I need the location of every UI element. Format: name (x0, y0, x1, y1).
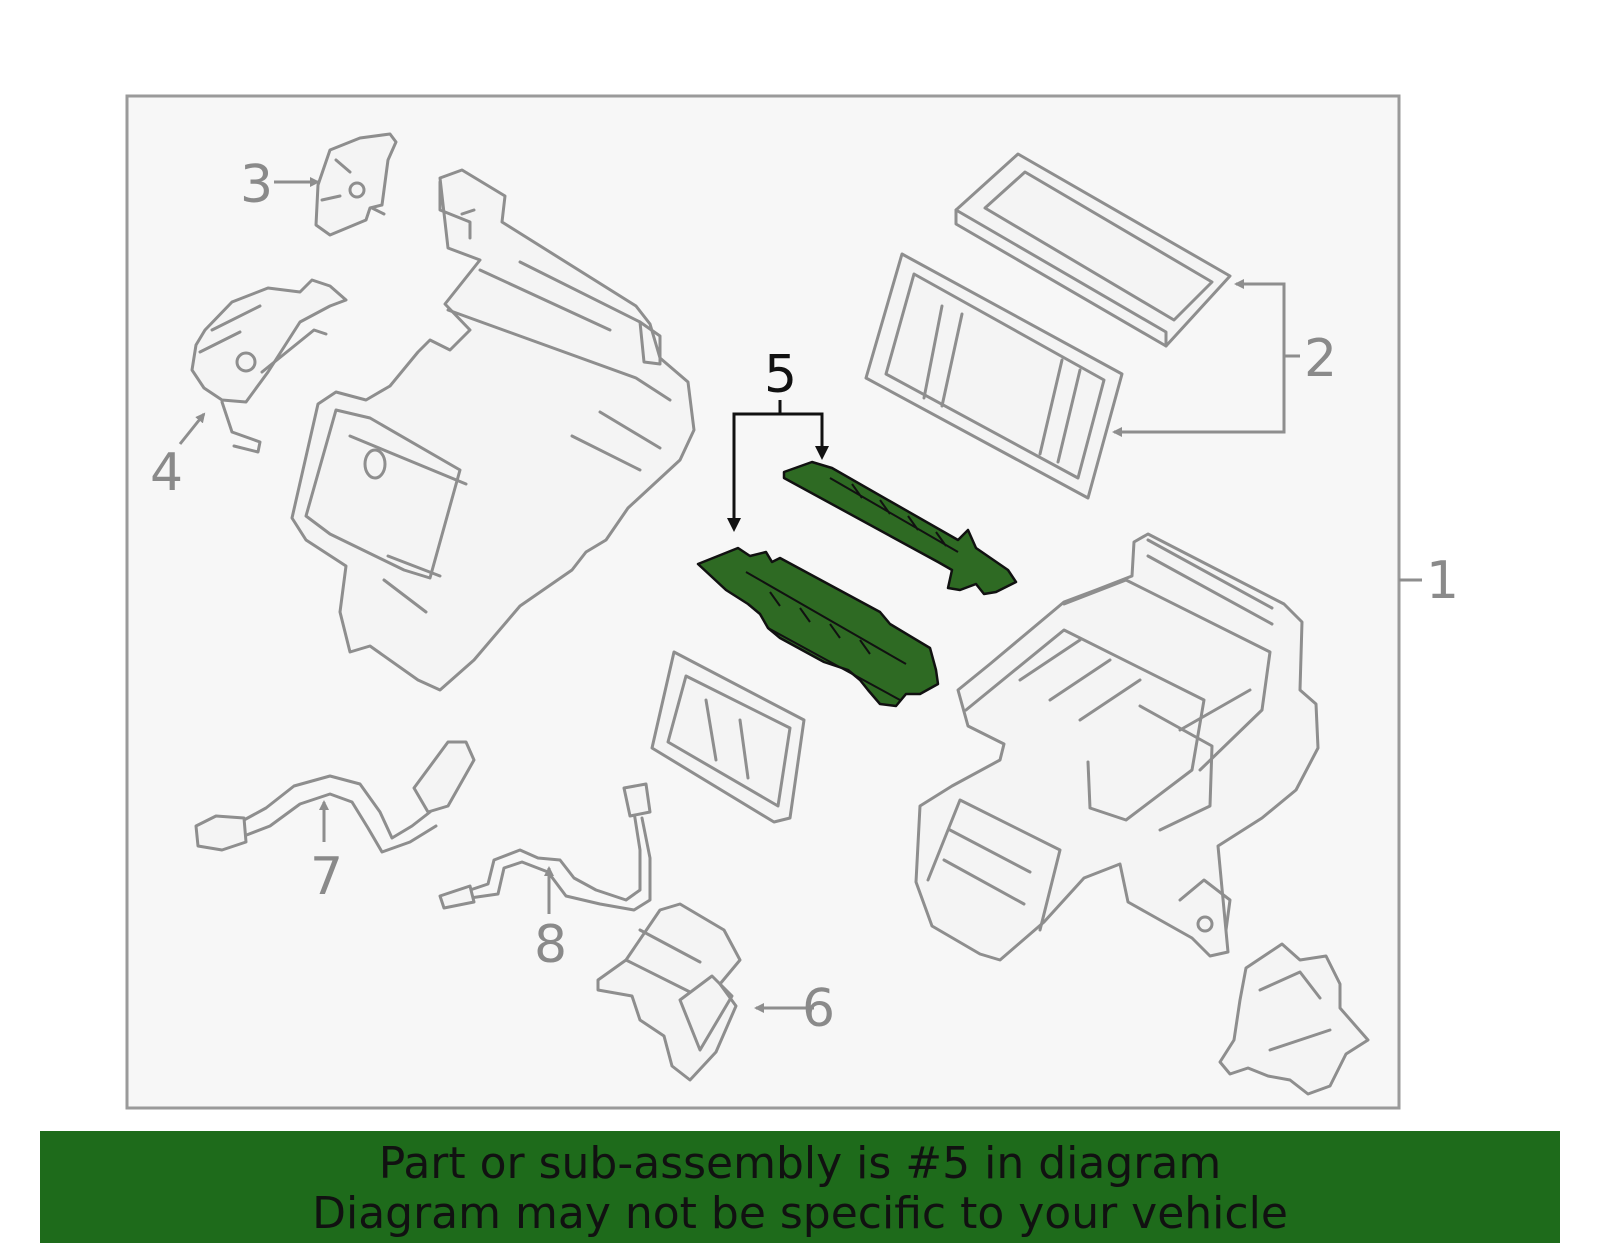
callout-8: 8 (534, 915, 567, 975)
main-case-right (914, 532, 1320, 962)
callout-2: 2 (1304, 329, 1337, 389)
callout-5: 5 (764, 345, 797, 405)
info-banner: Part or sub-assembly is #5 in diagram Di… (40, 1131, 1560, 1243)
part-5-leaders (727, 400, 829, 532)
part-6-duct (596, 902, 742, 1082)
part-7-harness (194, 740, 476, 854)
banner-line-part: Part or sub-assembly is #5 in diagram (378, 1138, 1222, 1189)
part-5-door-upper (782, 460, 1018, 596)
bracket-bottom-right (1218, 942, 1370, 1096)
part-5-door-lower (696, 546, 940, 708)
part-2-filter-upper (954, 152, 1232, 348)
callout-4: 4 (150, 443, 183, 503)
main-case-left (290, 168, 696, 692)
banner-line-disclaimer: Diagram may not be specific to your vehi… (312, 1188, 1288, 1239)
part-8-wire (438, 782, 652, 912)
callout-7: 7 (310, 847, 343, 907)
part-4-actuator (190, 278, 348, 454)
part-2-filter-lower (864, 252, 1124, 500)
leaders (178, 177, 1422, 1013)
part-3-actuator (314, 132, 398, 237)
filter-cover (650, 650, 806, 824)
callout-3: 3 (240, 155, 273, 215)
callout-6: 6 (802, 979, 835, 1039)
callout-1: 1 (1426, 551, 1459, 611)
